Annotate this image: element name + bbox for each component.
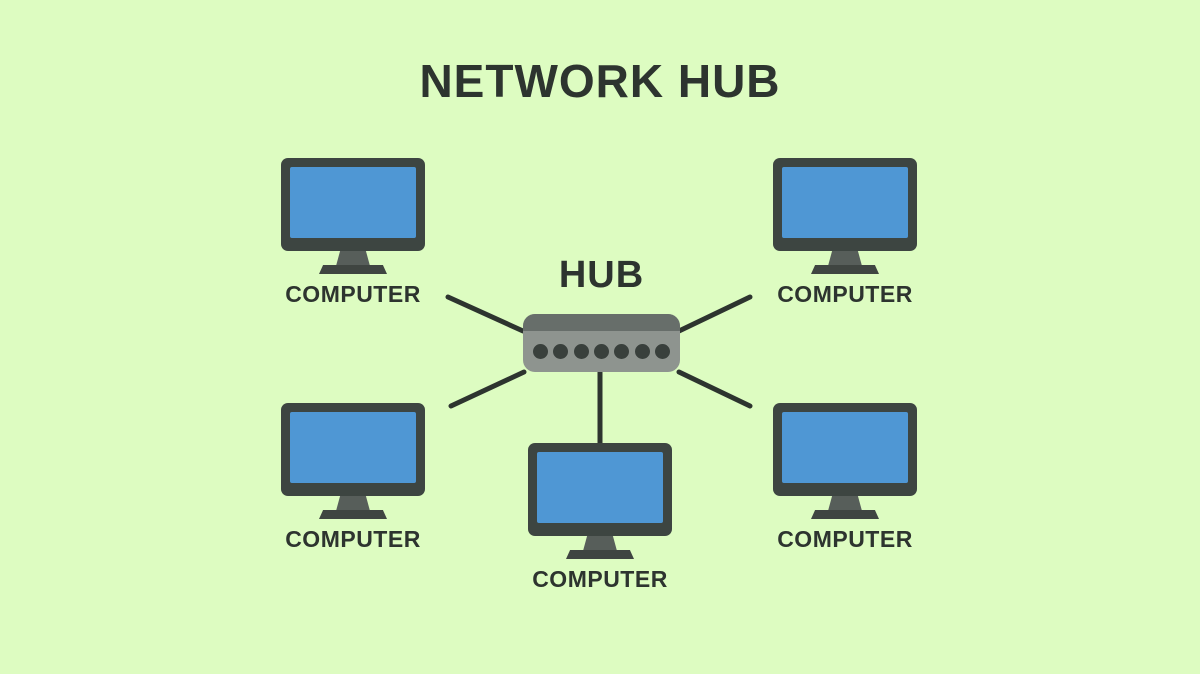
hub-top-strip (523, 314, 680, 331)
monitor-screen (290, 412, 416, 483)
cable-top-left (445, 294, 526, 334)
monitor-icon (281, 403, 425, 496)
hub-port-icon (533, 344, 548, 359)
computer-label: COMPUTER (285, 526, 421, 552)
monitor-stand-neck (336, 251, 370, 266)
computer-top-left: COMPUTER (281, 158, 425, 306)
computer-label: COMPUTER (532, 566, 668, 592)
monitor-stand-neck (336, 496, 370, 511)
hub-device-icon (523, 314, 680, 372)
hub-label: HUB (558, 254, 645, 296)
monitor-stand-base (319, 510, 387, 519)
hub-port-icon (634, 344, 650, 359)
monitor-icon (773, 403, 917, 496)
monitor-icon (773, 158, 917, 251)
computer-label: COMPUTER (285, 281, 421, 307)
monitor-stand-base (566, 550, 634, 559)
cable-bottom-right (676, 369, 753, 409)
cable-bottom-left (448, 369, 527, 409)
hub-port-icon (593, 344, 609, 359)
monitor-screen (290, 167, 416, 238)
monitor-screen (782, 167, 908, 238)
monitor-stand-neck (828, 251, 862, 266)
cable-top-right (676, 294, 753, 334)
monitor-stand-neck (583, 536, 617, 551)
computer-label: COMPUTER (777, 526, 913, 552)
hub-port-icon (553, 344, 569, 359)
monitor-screen (537, 452, 663, 523)
monitor-stand-neck (828, 496, 862, 511)
computer-bottom-center: COMPUTER (528, 443, 672, 591)
monitor-icon (281, 158, 425, 251)
hub-port-icon (614, 344, 630, 359)
hub-ports (533, 331, 670, 372)
hub-port-icon (654, 344, 670, 359)
monitor-icon (528, 443, 672, 536)
diagram-title: NETWORK HUB (419, 55, 781, 107)
monitor-stand-base (319, 265, 387, 274)
hub-port-icon (573, 344, 589, 359)
monitor-screen (782, 412, 908, 483)
monitor-stand-base (811, 265, 879, 274)
computer-label: COMPUTER (777, 281, 913, 307)
computer-top-right: COMPUTER (773, 158, 917, 306)
computer-bottom-right: COMPUTER (773, 403, 917, 551)
monitor-stand-base (811, 510, 879, 519)
computer-bottom-left: COMPUTER (281, 403, 425, 551)
